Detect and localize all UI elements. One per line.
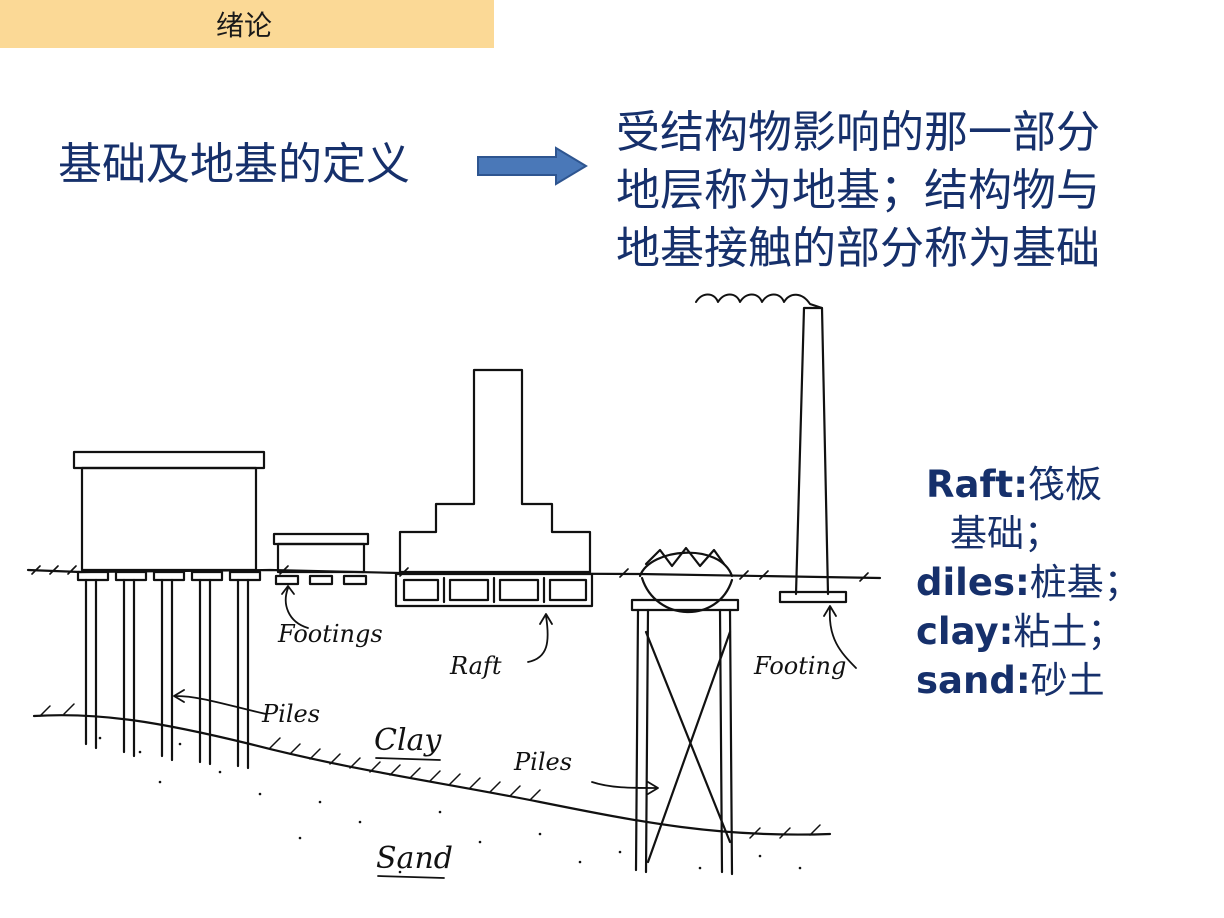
boundary-hatch	[39, 703, 821, 839]
glossary-raft-cn: 筏板	[1028, 463, 1103, 506]
label-piles-left: Piles	[261, 700, 320, 728]
glossary-piles-cn: 桩基；	[1029, 561, 1141, 604]
glossary-piles-term: diles:	[916, 561, 1030, 604]
definition-line-2: 地层称为地基；结构物与	[616, 165, 1100, 216]
glossary-clay: clay:粘土；	[916, 607, 1141, 656]
glossary-sand-term: sand:	[916, 659, 1031, 702]
definition-heading: 基础及地基的定义	[58, 139, 410, 190]
glossary-raft-term: Raft:	[926, 463, 1029, 506]
label-footing: Footing	[753, 652, 846, 680]
glossary-raft-cont: 基础；	[950, 512, 1061, 555]
label-piles-right: Piles	[513, 748, 572, 776]
definition-line-3: 地基接触的部分称为基础	[616, 223, 1100, 274]
water-tower	[630, 546, 740, 876]
glossary: Raft:筏板 基础； diles:桩基； clay:粘土； sand:砂土	[916, 460, 1141, 705]
sand-stipple	[98, 736, 802, 874]
label-clay: Clay	[374, 723, 442, 758]
label-sand: Sand	[376, 841, 453, 876]
definition-text: 受结构物影响的那一部分 地层称为地基；结构物与 地基接触的部分称为基础	[616, 104, 1156, 278]
pile-building	[72, 450, 266, 770]
glossary-raft: Raft:筏板	[916, 460, 1141, 509]
glossary-sand-cn: 砂土	[1030, 659, 1105, 702]
label-leaders	[173, 585, 857, 795]
section-header-tab: 绪论	[0, 0, 494, 48]
label-raft: Raft	[449, 652, 502, 680]
label-footings: Footings	[277, 620, 383, 648]
clay-sand-boundary	[32, 714, 832, 836]
glossary-sand: sand:砂土	[916, 656, 1141, 705]
definition-line-1: 受结构物影响的那一部分	[616, 107, 1100, 158]
glossary-clay-term: clay:	[916, 610, 1014, 653]
right-arrow-icon	[477, 146, 588, 186]
chimney	[695, 293, 848, 604]
glossary-piles: diles:桩基；	[916, 558, 1141, 607]
raft-building	[394, 368, 594, 608]
section-title: 绪论	[215, 9, 272, 42]
glossary-clay-cn: 粘土；	[1013, 610, 1125, 653]
foundation-sketch: Footings Raft Footing Piles Clay Piles S…	[26, 293, 882, 879]
footing-building	[272, 532, 370, 586]
